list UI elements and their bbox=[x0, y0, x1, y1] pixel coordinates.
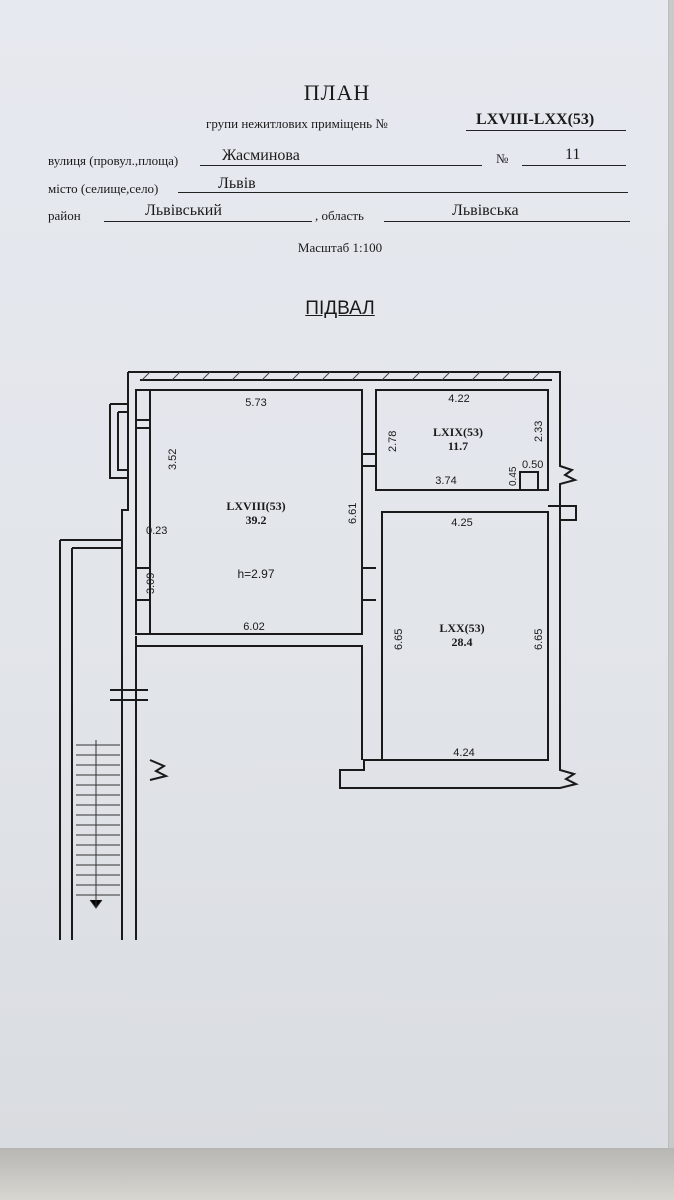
dim-4-22: 4.22 bbox=[448, 393, 469, 405]
room-lxx-area: 28.4 bbox=[452, 635, 473, 649]
dim-6-61: 6.61 bbox=[347, 503, 359, 524]
dim-0-45: 0.45 bbox=[508, 466, 519, 486]
house-number: 11 bbox=[565, 146, 581, 163]
district-label: район bbox=[48, 208, 81, 223]
room-lxix-outline bbox=[375, 389, 549, 491]
group-underline bbox=[466, 130, 626, 131]
dim-3-52: 3.52 bbox=[167, 449, 179, 470]
street-label: вулиця (провул.,площа) bbox=[48, 153, 179, 168]
region-value: Львівська bbox=[452, 202, 519, 219]
outer-wall bbox=[128, 371, 579, 789]
number-label: № bbox=[496, 151, 509, 166]
dim-0-50: 0.50 bbox=[522, 459, 543, 471]
scale-label: Масштаб 1:100 bbox=[297, 240, 383, 255]
dim-5-73: 5.73 bbox=[245, 397, 266, 409]
city-underline bbox=[178, 192, 628, 193]
city-label: місто (селище,село) bbox=[48, 181, 159, 196]
group-number: LXVIII-LXX(53) bbox=[476, 111, 595, 128]
dim-2-33: 2.33 bbox=[533, 421, 545, 442]
floor-title: ПІДВАЛ bbox=[305, 298, 375, 319]
number-underline bbox=[522, 165, 626, 166]
room-lxviii-name: LXVIII(53) bbox=[226, 499, 285, 513]
room-lxx-outline bbox=[381, 511, 549, 761]
dim-6-02: 6.02 bbox=[243, 621, 264, 633]
street-value: Жасминова bbox=[222, 147, 300, 164]
dim-0-23: 0.23 bbox=[146, 525, 167, 537]
dim-6-65-left: 6.65 bbox=[393, 629, 405, 650]
dim-3-09: 3.09 bbox=[145, 573, 157, 594]
city-value: Львів bbox=[218, 175, 256, 192]
group-label: групи нежитлових приміщень № bbox=[206, 116, 388, 131]
region-underline bbox=[384, 221, 630, 222]
room-lxix-area: 11.7 bbox=[448, 439, 468, 453]
dim-4-24: 4.24 bbox=[453, 747, 474, 759]
dim-3-74: 3.74 bbox=[435, 475, 456, 487]
desk-surface bbox=[0, 1148, 674, 1200]
plan-title: ПЛАН bbox=[303, 80, 371, 105]
document-sheet bbox=[0, 0, 669, 1150]
district-value: Львівський bbox=[145, 202, 222, 219]
staircase bbox=[76, 740, 120, 909]
room-lxviii-area: 39.2 bbox=[246, 513, 267, 527]
dim-6-65-right: 6.65 bbox=[533, 629, 545, 650]
room-lxix-name: LXIX(53) bbox=[433, 425, 483, 439]
district-underline bbox=[104, 221, 312, 222]
region-label: , область bbox=[315, 208, 364, 223]
dim-2-78: 2.78 bbox=[387, 431, 399, 452]
room-lxviii-height: h=2.97 bbox=[237, 567, 274, 581]
dim-4-25: 4.25 bbox=[451, 517, 472, 529]
street-underline bbox=[200, 165, 482, 166]
room-lxx-name: LXX(53) bbox=[439, 621, 484, 635]
